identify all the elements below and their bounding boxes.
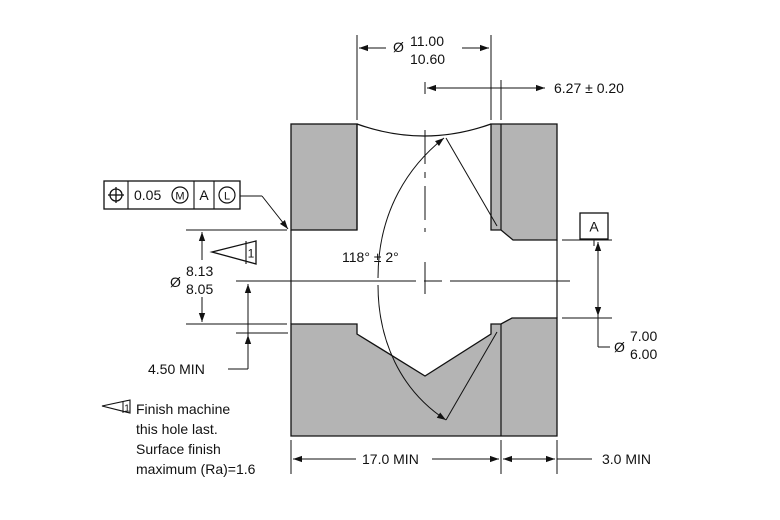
extension-lines <box>186 35 612 474</box>
datum-label: A <box>589 219 599 235</box>
note-flag-number: 1 <box>124 404 130 415</box>
note-flag-marker: 1 <box>101 399 131 415</box>
fcf-modifier2: L <box>224 191 230 203</box>
flag-triangle-icon <box>209 240 257 265</box>
right-dia-symbol: Ø <box>614 339 625 355</box>
mmc-modifier-icon <box>171 186 189 204</box>
right-dia-upper: 7.00 <box>630 328 657 344</box>
top-dia-lower: 10.60 <box>410 51 445 67</box>
fcf-datum: A <box>199 187 209 203</box>
centerlines <box>236 130 570 334</box>
right-min-value: 3.0 MIN <box>602 451 651 467</box>
note-line-4: maximum (Ra)=1.6 <box>136 461 256 477</box>
angle-value: 118° ± 2° <box>342 249 399 265</box>
note-line-1: Finish machine <box>136 401 231 417</box>
section-lower <box>290 317 558 437</box>
offset-value: 6.27 ± 0.20 <box>554 80 624 96</box>
hole-outline <box>290 123 558 436</box>
dimension-text: Ø 11.00 10.60 6.27 ± 0.20 Ø 8.13 8.05 11… <box>148 33 657 467</box>
right-dia-lower: 6.00 <box>630 346 657 362</box>
top-dia-upper: 11.00 <box>410 33 444 49</box>
angle-arc <box>377 137 445 279</box>
feature-control-frame: 0.05 M A L <box>103 180 241 210</box>
width-min-value: 17.0 MIN <box>362 451 419 467</box>
flag-note: Finish machine this hole last. Surface f… <box>136 399 255 479</box>
section-upper-right <box>490 123 558 241</box>
part-section <box>290 123 558 437</box>
flag-note-marker: 1 <box>209 240 257 265</box>
top-dia-symbol: Ø <box>393 39 404 55</box>
fcf-tolerance: 0.05 <box>134 187 161 203</box>
section-upper-left <box>290 123 358 231</box>
bore-dia-lower: 8.05 <box>186 281 213 297</box>
datum-box: A <box>579 212 609 246</box>
flag-number: 1 <box>248 247 255 261</box>
lmc-modifier-icon <box>218 186 236 204</box>
fcf-modifier1: M <box>175 191 184 203</box>
position-icon <box>108 187 124 203</box>
min-depth-value: 4.50 MIN <box>148 361 205 377</box>
bore-dia-upper: 8.13 <box>186 263 213 279</box>
dimension-lines <box>198 44 610 463</box>
note-line-3: Surface finish <box>136 441 221 457</box>
note-line-2: this hole last. <box>136 421 218 437</box>
counterbore-arc <box>356 123 492 137</box>
bore-dia-symbol: Ø <box>170 274 181 290</box>
